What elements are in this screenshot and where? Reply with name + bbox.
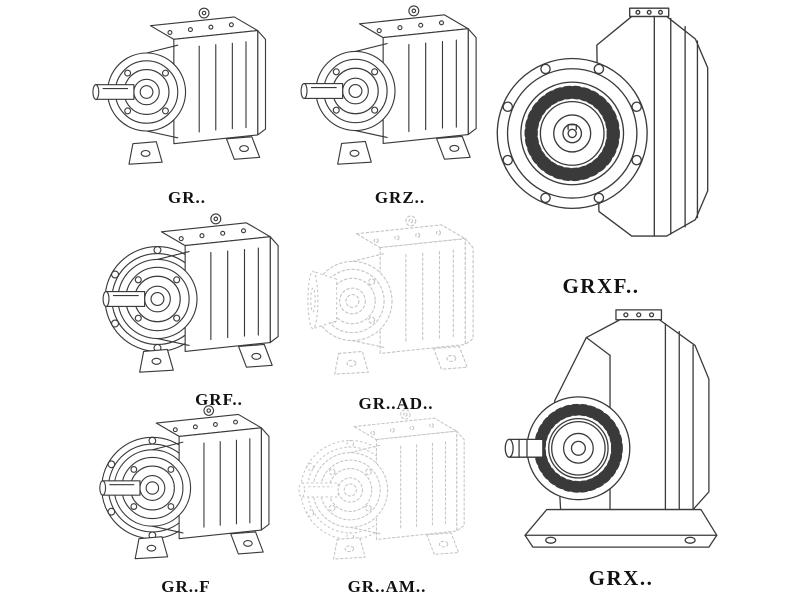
gearbox-drawing-grff xyxy=(95,402,290,574)
model-label-gram: GR..AM.. xyxy=(347,577,427,596)
model-label-grad: GR..AD.. xyxy=(358,394,434,413)
model-label-grxf: GRXF.. xyxy=(562,274,640,298)
gearbox-drawing-grad xyxy=(295,212,493,390)
model-label-grz: GRZ.. xyxy=(374,188,426,207)
gearbox-drawing-gram xyxy=(292,406,487,574)
gearbox-drawing-grz xyxy=(298,2,496,180)
model-label-grf: GRF.. xyxy=(195,390,243,409)
model-label-grx: GRX.. xyxy=(588,566,654,590)
gearbox-drawing-grxf xyxy=(490,0,716,272)
model-label-gr: GR.. xyxy=(168,188,206,207)
gearbox-drawing-grf xyxy=(100,210,298,388)
gearbox-drawing-grx xyxy=(498,298,728,560)
model-label-grff: GR..F xyxy=(161,577,211,596)
gearbox-drawing-gr xyxy=(90,4,285,180)
